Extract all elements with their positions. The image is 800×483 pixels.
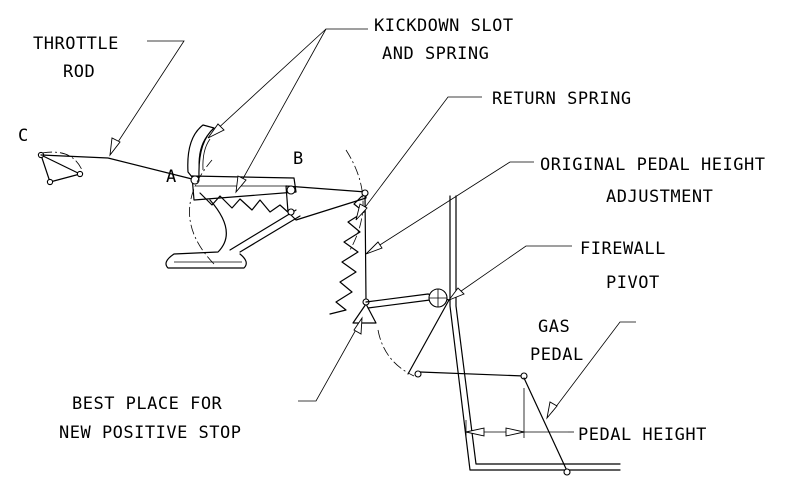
label-original-pedal-1: ORIGINAL PEDAL HEIGHT <box>540 155 765 175</box>
label-firewall-1: FIREWALL <box>580 239 666 259</box>
throttle-rod <box>40 154 197 181</box>
label-point-c: C <box>18 126 29 146</box>
label-firewall-2: PIVOT <box>606 273 660 293</box>
lever-sweep-arc <box>189 159 215 265</box>
pedal-linkage <box>365 288 528 380</box>
pedal-sweep-arc <box>377 329 415 377</box>
label-best-place-1: BEST PLACE FOR <box>72 394 223 414</box>
pivot-sweep-arc <box>345 149 364 251</box>
leader-best-place <box>298 325 359 402</box>
positive-stop <box>352 303 377 324</box>
label-throttle-rod-2: ROD <box>63 62 95 82</box>
label-gas-pedal-2: PEDAL <box>530 345 584 365</box>
kickdown-bracket <box>165 124 367 269</box>
label-kickdown-1: KICKDOWN SLOT <box>374 16 514 36</box>
label-return-spring: RETURN SPRING <box>492 89 632 109</box>
firewall <box>449 195 621 471</box>
label-point-b: B <box>293 149 304 169</box>
pedal-rod <box>364 193 367 301</box>
label-pedal-height: PEDAL HEIGHT <box>578 425 707 445</box>
leader-gas-pedal <box>551 321 636 413</box>
label-point-a: A <box>166 167 177 187</box>
label-best-place-2: NEW POSITIVE STOP <box>59 423 242 443</box>
label-original-pedal-2: ADJUSTMENT <box>606 187 713 207</box>
leader-kickdown <box>213 28 368 133</box>
leader-firewall-pivot <box>453 245 572 297</box>
pedal-height-dimension <box>465 388 568 438</box>
gas-pedal <box>523 377 569 474</box>
leader-return-spring <box>359 96 482 215</box>
label-throttle-rod-1: THROTTLE <box>33 34 119 54</box>
leader-throttle-rod <box>113 40 185 149</box>
label-kickdown-2: AND SPRING <box>382 44 489 64</box>
label-gas-pedal-1: GAS <box>538 317 570 337</box>
leader-original-pedal <box>371 161 534 251</box>
